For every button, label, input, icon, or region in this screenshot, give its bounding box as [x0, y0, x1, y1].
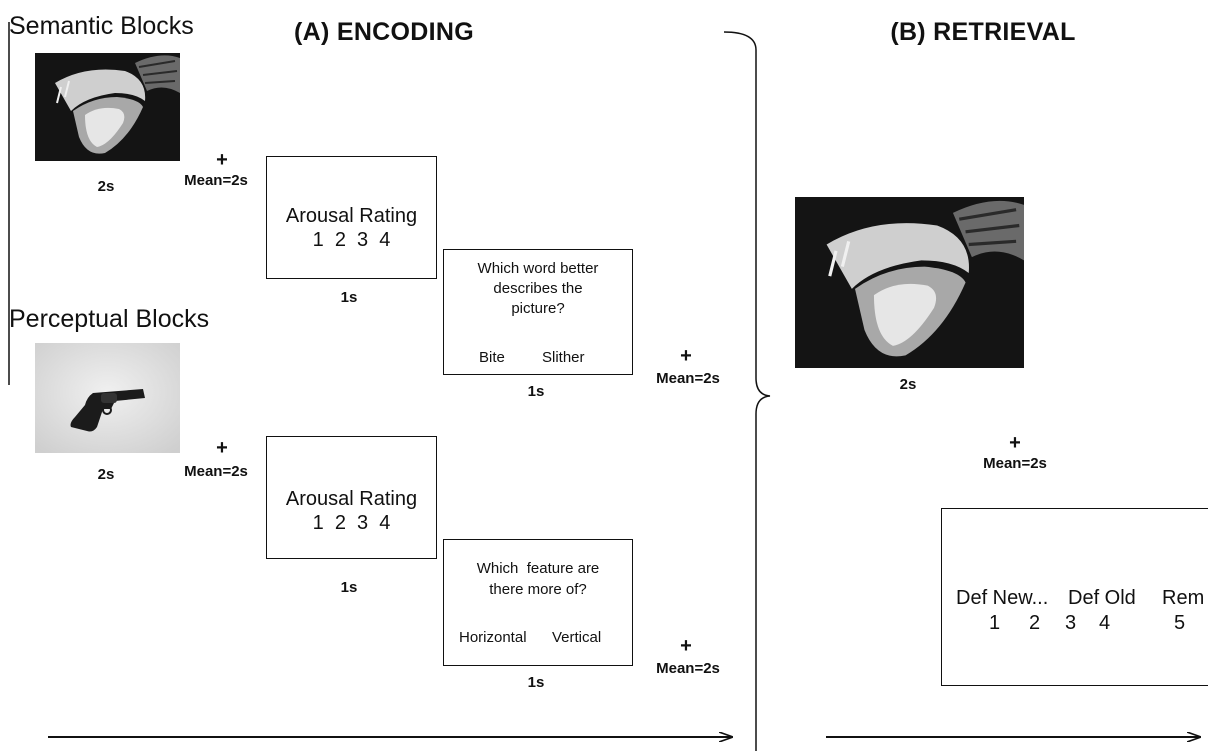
question-line-3: picture? [511, 300, 565, 317]
perceptual-question-box: Which feature are there more of? Horizon… [443, 539, 633, 666]
semantic-image-duration: 2s [97, 178, 115, 195]
retrieval-response-box: Def New... Def Old Rem 1 2 3 4 5 [941, 508, 1208, 686]
snake-image-icon [35, 53, 180, 161]
arousal-rating-scale: 1 2 3 4 [312, 229, 391, 251]
retrieval-fixation-mean: Mean=2s [983, 455, 1047, 472]
question-line-2: there more of? [489, 581, 587, 598]
semantic-fixation2-cross: + [680, 345, 692, 367]
perceptual-blocks-label: Perceptual Blocks [9, 305, 210, 333]
question-option-bite: Bite [479, 349, 505, 366]
retrieval-image-duration: 2s [899, 376, 917, 393]
semantic-question-duration: 1s [527, 383, 545, 400]
semantic-arousal-duration: 1s [340, 289, 358, 306]
retrieval-fixation-cross: + [1009, 432, 1021, 454]
response-number-4: 4 [1099, 612, 1111, 634]
response-number-5: 5 [1174, 612, 1186, 634]
semantic-fixation2-mean: Mean=2s [656, 370, 720, 387]
arousal-rating-scale: 1 2 3 4 [312, 512, 391, 534]
response-label-def-old: Def Old [1068, 587, 1136, 609]
response-label-rem: Rem [1162, 587, 1205, 609]
perceptual-question-duration: 1s [527, 674, 545, 691]
question-line-2: describes the [493, 280, 583, 297]
question-line-1: Which feature are [476, 560, 600, 577]
perceptual-fixation2-mean: Mean=2s [656, 660, 720, 677]
question-option-slither: Slither [542, 349, 585, 366]
response-label-def-new: Def New... [956, 587, 1049, 609]
semantic-fixation-mean: Mean=2s [184, 172, 248, 189]
gun-image-icon [35, 343, 180, 453]
retrieval-snake-image-icon [795, 197, 1024, 368]
curly-brace [723, 31, 771, 751]
perceptual-fixation2-cross: + [680, 635, 692, 657]
arousal-rating-title: Arousal Rating [285, 205, 418, 227]
retrieval-title: (B) RETRIEVAL [890, 18, 1076, 46]
response-number-2: 2 [1029, 612, 1041, 634]
semantic-fixation-cross: + [216, 149, 228, 171]
response-number-1: 1 [989, 612, 1001, 634]
semantic-arousal-rating-box: Arousal Rating 1 2 3 4 [266, 156, 437, 279]
question-option-vertical: Vertical [552, 629, 602, 646]
perceptual-image-duration: 2s [97, 466, 115, 483]
semantic-blocks-label: Semantic Blocks [9, 12, 194, 40]
response-number-3: 3 [1065, 612, 1077, 634]
encoding-title: (A) ENCODING [294, 18, 474, 46]
question-option-horizontal: Horizontal [459, 629, 527, 646]
perceptual-arousal-rating-box: Arousal Rating 1 2 3 4 [266, 436, 437, 559]
arousal-rating-title: Arousal Rating [285, 488, 418, 510]
question-line-1: Which word better [477, 260, 599, 277]
perceptual-fixation-cross: + [216, 437, 228, 459]
perceptual-fixation-mean: Mean=2s [184, 463, 248, 480]
semantic-question-box: Which word better describes the picture?… [443, 249, 633, 375]
perceptual-arousal-duration: 1s [340, 579, 358, 596]
